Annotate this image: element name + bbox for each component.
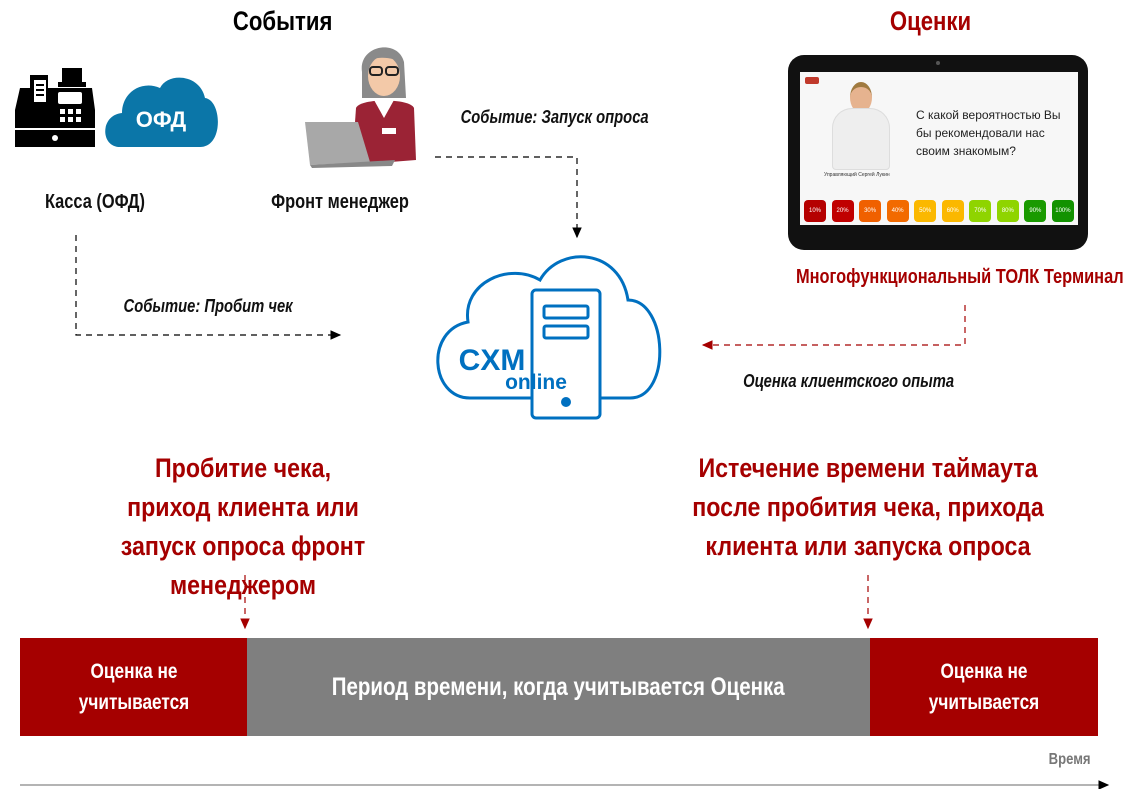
events-heading: События [233, 6, 333, 36]
ofd-cloud-icon: ОФД [105, 77, 218, 147]
brand-logo [805, 77, 819, 84]
rating-button[interactable]: 20% [831, 200, 854, 222]
rating-button[interactable]: 50% [914, 200, 937, 222]
rating-button[interactable]: 30% [859, 200, 882, 222]
cash-label: Касса (ОФД) [45, 191, 145, 213]
ratings-heading: Оценки [890, 6, 972, 36]
terminal-question: С какой вероятностью Вы бы рекомендовали… [916, 108, 1061, 158]
front-manager-label: Фронт менеджер [271, 191, 409, 213]
rating-button[interactable]: 80% [996, 200, 1019, 222]
timeline-middle-segment: Период времени, когда учитывается Оценка [247, 638, 870, 736]
front-manager-icon [305, 47, 416, 168]
receipt-event: Событие: Пробит чек [123, 296, 293, 316]
rating-button[interactable]: 100% [1051, 200, 1074, 222]
camera-icon [936, 61, 940, 65]
svg-text:online: online [505, 371, 567, 394]
receipt-arrow [75, 235, 342, 340]
rating-button[interactable]: 60% [941, 200, 964, 222]
survey-start-arrow [435, 156, 582, 239]
manager-caption: Управляющий Сергей Лукин [824, 172, 890, 178]
time-axis-label: Время [1049, 751, 1091, 768]
timeline-left-segment: Оценка не учитывается [20, 638, 247, 736]
terminal-tablet: Управляющий Сергей Лукин С какой вероятн… [788, 55, 1088, 250]
rating-button[interactable]: 40% [886, 200, 909, 222]
rating-button[interactable]: 90% [1024, 200, 1047, 222]
manager-photo [830, 82, 892, 170]
terminal-screen: Управляющий Сергей Лукин С какой вероятн… [800, 72, 1078, 225]
rating-scale: 10%20%30%40%50%60%70%80%90%100% [804, 200, 1074, 222]
end-condition: Истечение времени таймаута после пробити… [692, 453, 1044, 561]
timeline-right-segment: Оценка не учитывается [870, 638, 1098, 736]
rating-button[interactable]: 10% [804, 200, 826, 222]
rating-flow-label: Оценка клиентского опыта [743, 371, 955, 391]
svg-text:CXM: CXM [459, 344, 526, 377]
cxm-cloud-icon: CXM online [436, 255, 662, 420]
terminal-label: Многофункциональный ТОЛК Терминал [795, 266, 1124, 288]
start-condition: Пробитие чека, приход клиента или запуск… [120, 453, 366, 600]
cash-register-icon [15, 68, 95, 147]
svg-text:ОФД: ОФД [136, 107, 187, 132]
rating-button[interactable]: 70% [969, 200, 992, 222]
rating-arrow [701, 305, 966, 350]
survey-start-event: Событие: Запуск опроса [460, 107, 649, 127]
